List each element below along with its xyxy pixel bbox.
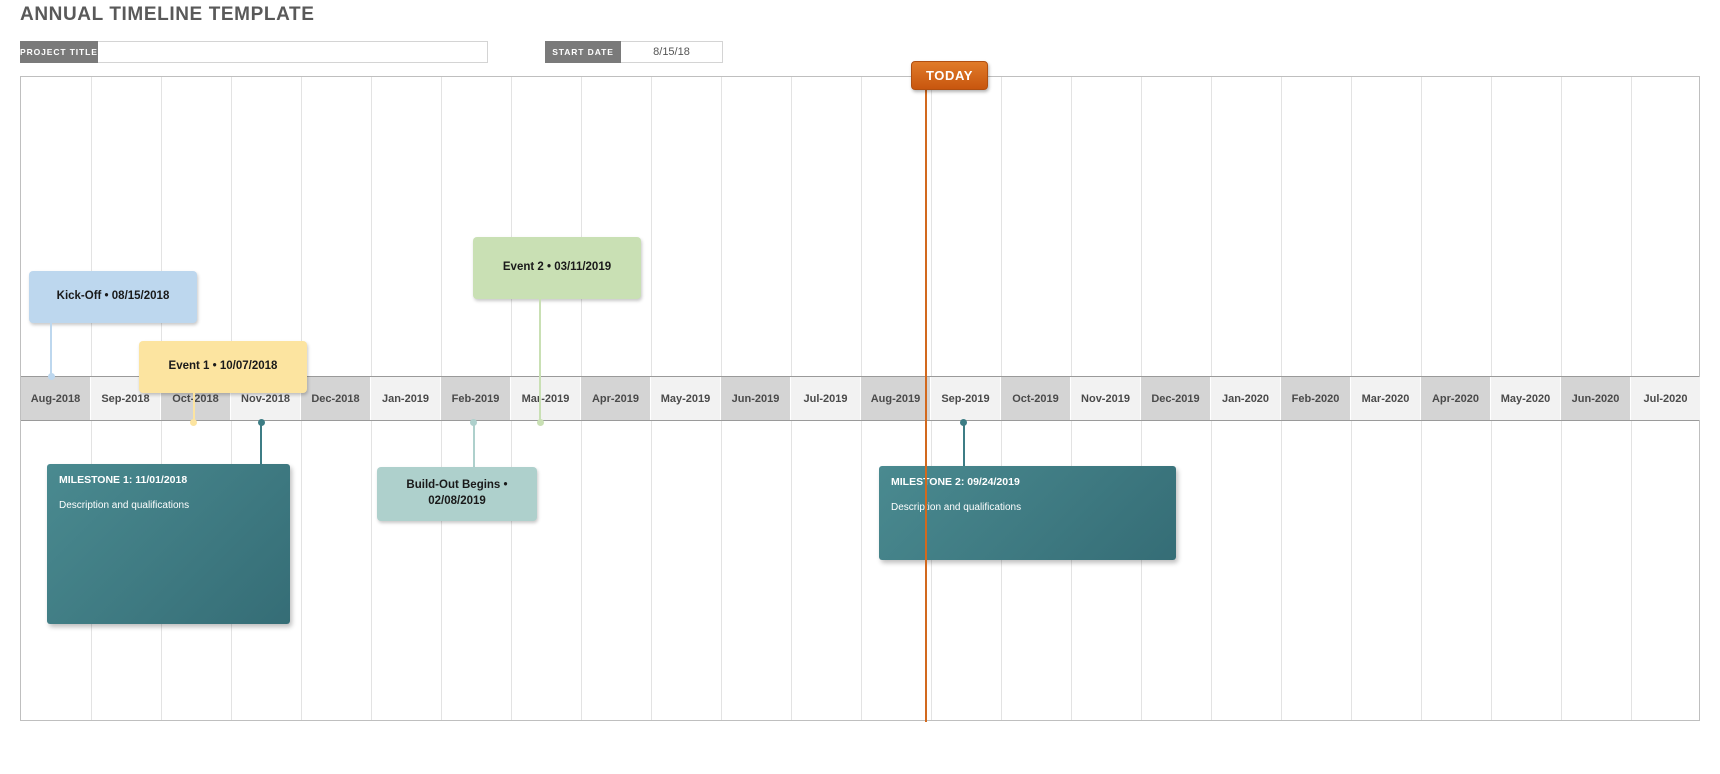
month-cell-aug-2019: Aug-2019 bbox=[861, 377, 931, 420]
event-callout[interactable]: Event 1 • 10/07/2018 bbox=[139, 341, 307, 393]
project-title-input[interactable] bbox=[97, 41, 488, 63]
month-cell-mar-2019: Mar-2019 bbox=[511, 377, 581, 420]
milestone-callout[interactable]: Build-Out Begins • 02/08/2019 bbox=[377, 467, 537, 521]
month-cell-sep-2018: Sep-2018 bbox=[91, 377, 161, 420]
milestone-anchor-dot bbox=[960, 419, 967, 426]
month-cell-aug-2018: Aug-2018 bbox=[21, 377, 91, 420]
event-anchor-dot bbox=[47, 373, 55, 380]
month-cell-nov-2019: Nov-2019 bbox=[1071, 377, 1141, 420]
milestone-description: Description and qualifications bbox=[59, 500, 190, 511]
month-cell-oct-2019: Oct-2019 bbox=[1001, 377, 1071, 420]
event-anchor-dot bbox=[536, 419, 544, 426]
milestone-title: MILESTONE 1: 11/01/2018 bbox=[59, 474, 188, 486]
event-anchor-dot bbox=[190, 419, 197, 426]
event-callout[interactable]: Event 2 • 03/11/2019 bbox=[473, 237, 641, 299]
month-cell-jul-2020: Jul-2020 bbox=[1631, 377, 1701, 420]
month-cell-may-2020: May-2020 bbox=[1491, 377, 1561, 420]
event-leader-line bbox=[50, 323, 53, 377]
month-cell-mar-2020: Mar-2020 bbox=[1351, 377, 1421, 420]
milestone-description: Description and qualifications bbox=[891, 502, 1022, 513]
month-cell-may-2019: May-2019 bbox=[651, 377, 721, 420]
start-date-input[interactable]: 8/15/18 bbox=[621, 41, 723, 63]
month-cell-dec-2018: Dec-2018 bbox=[301, 377, 371, 420]
month-cell-apr-2019: Apr-2019 bbox=[581, 377, 651, 420]
month-cell-sep-2019: Sep-2019 bbox=[931, 377, 1001, 420]
month-cell-jan-2020: Jan-2020 bbox=[1211, 377, 1281, 420]
milestone-leader-line bbox=[962, 421, 965, 469]
event-leader-line bbox=[192, 393, 195, 423]
month-cell-apr-2020: Apr-2020 bbox=[1421, 377, 1491, 420]
month-cell-jan-2019: Jan-2019 bbox=[371, 377, 441, 420]
milestone-anchor-dot bbox=[470, 419, 477, 426]
month-cell-feb-2020: Feb-2020 bbox=[1281, 377, 1351, 420]
month-cell-jul-2019: Jul-2019 bbox=[791, 377, 861, 420]
start-date-label: START DATE bbox=[545, 41, 621, 63]
milestone-anchor-dot bbox=[257, 419, 265, 426]
today-badge[interactable]: TODAY bbox=[911, 61, 989, 90]
project-title-field-row: PROJECT TITLE bbox=[20, 41, 488, 63]
milestone-leader-line bbox=[260, 421, 263, 467]
milestone-leader-line bbox=[472, 421, 475, 469]
event-callout[interactable]: Kick-Off • 08/15/2018 bbox=[29, 271, 197, 323]
milestone-title: MILESTONE 2: 09/24/2019 bbox=[891, 476, 1020, 488]
month-cell-jun-2020: Jun-2020 bbox=[1561, 377, 1631, 420]
month-cell-feb-2019: Feb-2019 bbox=[441, 377, 511, 420]
event-leader-line bbox=[539, 299, 541, 423]
today-line bbox=[925, 82, 927, 722]
page-title: ANNUAL TIMELINE TEMPLATE bbox=[20, 4, 315, 25]
start-date-field-row: START DATE 8/15/18 bbox=[545, 41, 723, 63]
project-title-label: PROJECT TITLE bbox=[20, 41, 98, 63]
month-cell-dec-2019: Dec-2019 bbox=[1141, 377, 1211, 420]
month-cell-jun-2019: Jun-2019 bbox=[721, 377, 791, 420]
